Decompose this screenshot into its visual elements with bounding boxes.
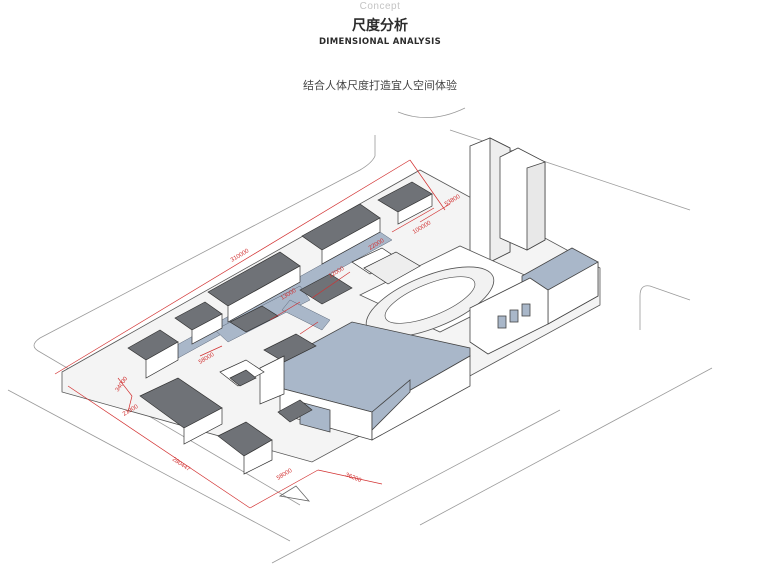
- dim-top-edge: 310000: [230, 248, 251, 264]
- page-title-english: DIMENSIONAL ANALYSIS: [318, 37, 442, 47]
- page-subtitle: 结合人体尺度打造宜人空间体验: [303, 79, 457, 92]
- tower-block: [469, 137, 546, 263]
- road-outlines: [7, 107, 713, 564]
- site-marker-triangle: [278, 485, 311, 502]
- concept-label: Concept: [359, 1, 401, 12]
- dim-left-edge: 280447: [171, 457, 192, 474]
- east-commercial-block: [469, 247, 599, 355]
- dim-bottom-1: 58000: [276, 468, 294, 482]
- traditional-houses: [127, 181, 433, 475]
- dimension-lines: [54, 159, 451, 509]
- dim-bottom-2: 36200: [344, 472, 362, 484]
- central-plaza: [359, 245, 541, 338]
- page-title: 尺度分析: [352, 18, 408, 34]
- site-platform: [61, 169, 601, 463]
